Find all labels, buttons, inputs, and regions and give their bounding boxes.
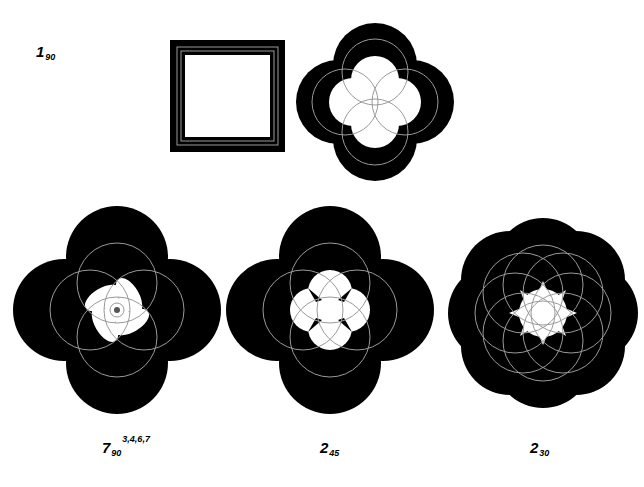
- figure-number: 7: [102, 440, 110, 455]
- pinwheel-figure: [13, 206, 221, 414]
- quatrefoil-frame: [296, 23, 454, 181]
- figure-number: 1: [36, 44, 44, 59]
- figure-number: 2: [320, 440, 328, 455]
- angle-subscript: 30: [539, 449, 549, 458]
- angle-subscript: 90: [111, 449, 121, 458]
- angle-subscript: 90: [45, 53, 55, 62]
- angle-subscript: 45: [329, 449, 339, 458]
- square-frame: [170, 40, 285, 152]
- figure-number: 2: [530, 440, 538, 455]
- eight-lobe-figure: [448, 218, 638, 408]
- variant-superscript: 3,4,6,7: [122, 435, 150, 444]
- four-lobe-figure: [226, 206, 434, 414]
